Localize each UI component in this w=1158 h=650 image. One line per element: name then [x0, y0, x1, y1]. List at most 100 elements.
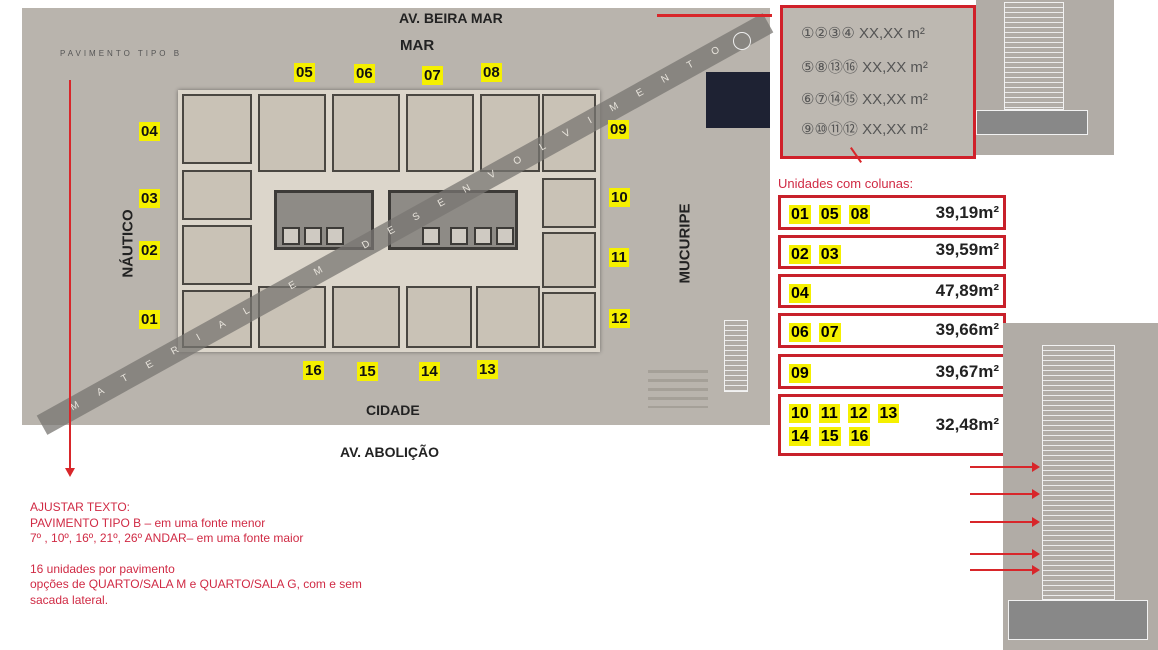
mini-legend	[648, 364, 708, 408]
site-thumbnail	[706, 72, 770, 128]
unit-tag-08: 08	[481, 63, 502, 82]
unit-tag: 06	[789, 323, 811, 342]
legend-units: ⑨⑩⑪⑫	[801, 121, 858, 138]
unit-tag-07: 07	[422, 66, 443, 85]
note-line: opções de QUARTO/SALA M e QUARTO/SALA G,…	[30, 577, 362, 591]
floor-arrow	[970, 489, 1040, 499]
label-mucuripe: MUCURIPE	[676, 203, 694, 284]
unit-11	[542, 232, 596, 288]
compass-icon	[733, 32, 751, 50]
note-line: 7º , 10º, 16º, 21º, 26º ANDAR– em uma fo…	[30, 531, 304, 545]
label-mar: MAR	[400, 37, 435, 54]
elevation-top	[976, 0, 1114, 155]
elevator	[422, 227, 440, 245]
unit-06	[332, 94, 400, 172]
note-line: 16 unidades por pavimento	[30, 561, 175, 576]
unit-tag: 05	[818, 205, 841, 224]
unit-13	[476, 286, 540, 348]
mini-elevation	[724, 320, 748, 392]
label-cidade: CIDADE	[366, 402, 420, 418]
floor-arrow	[970, 549, 1040, 559]
arrow-down-icon	[65, 468, 75, 477]
legend-units: ⑥⑦⑭⑮	[801, 91, 858, 108]
legend-units: ①②③④	[801, 25, 855, 42]
unit-tag-14: 14	[419, 362, 440, 381]
unit-05	[258, 94, 326, 172]
area-legend: ①②③④ XX,XX m² ⑤⑧⑬⑯ XX,XX m² ⑥⑦⑭⑮ XX,XX m…	[780, 5, 976, 159]
unit-tag: 14	[789, 427, 811, 446]
unit-group-row: 09 39,67m²	[778, 354, 1006, 389]
unit-tag: 03	[818, 245, 841, 264]
unit-tag-11: 11	[609, 248, 629, 267]
unit-tag: 08	[848, 205, 871, 224]
legend-area: XX,XX m²	[858, 25, 925, 42]
floor-arrow	[970, 462, 1040, 472]
elevator	[496, 227, 514, 245]
unit-tag: 10	[789, 404, 811, 423]
unit-04	[182, 94, 252, 164]
revision-notes: AJUSTAR TEXTO: PAVIMENTO TIPO B – em uma…	[30, 500, 362, 608]
unit-12	[542, 292, 596, 348]
unit-area: 47,89m²	[935, 281, 999, 300]
unit-group-row: 01 05 08 39,19m²	[778, 195, 1006, 230]
elevator	[326, 227, 344, 245]
units-with-columns-title: Unidades com colunas:	[778, 176, 914, 191]
elevator	[282, 227, 300, 245]
unit-tag: 15	[818, 427, 841, 446]
unit-tag-04: 04	[139, 122, 160, 141]
unit-14	[406, 286, 472, 348]
unit-tag: 04	[789, 284, 811, 303]
unit-area: 39,19m²	[935, 203, 999, 222]
unit-tag: 16	[848, 427, 871, 446]
elevator	[450, 227, 468, 245]
elevator	[474, 227, 492, 245]
unit-tag-02: 02	[139, 241, 160, 260]
unit-tag-16: 16	[303, 361, 324, 380]
street-top: AV. BEIRA MAR	[399, 10, 503, 26]
red-connector-line	[657, 14, 772, 17]
unit-07	[406, 94, 474, 172]
unit-area: 32,48m²	[935, 415, 999, 434]
note-line: PAVIMENTO TIPO B – em uma fonte menor	[30, 515, 266, 530]
unit-10	[542, 178, 596, 228]
unit-03	[182, 170, 252, 220]
floor-label: PAVIMENTO TIPO B	[60, 49, 183, 58]
note-line: sacada lateral.	[30, 592, 109, 607]
note-line	[30, 547, 362, 562]
legend-area: XX,XX m²	[862, 59, 928, 76]
unit-area: 39,59m²	[935, 240, 999, 259]
unit-tag-15: 15	[357, 362, 378, 381]
unit-tag: 01	[789, 205, 811, 224]
unit-tag-03: 03	[139, 189, 160, 208]
unit-tag-10: 10	[609, 188, 630, 207]
legend-units: ⑤⑧⑬⑯	[801, 59, 858, 76]
elevation-right	[1003, 323, 1158, 650]
unit-tag-06: 06	[354, 64, 375, 83]
unit-area: 39,66m²	[935, 320, 999, 339]
floor-arrow	[970, 517, 1040, 527]
legend-area: XX,XX m²	[862, 121, 928, 138]
unit-tag-05: 05	[294, 63, 315, 82]
street-bottom: AV. ABOLIÇÃO	[340, 444, 440, 460]
unit-02	[182, 225, 252, 285]
unit-tag-12: 12	[609, 309, 630, 328]
unit-group-row: 04 47,89m²	[778, 274, 1006, 308]
floor-arrow	[970, 565, 1040, 575]
unit-tag-13: 13	[477, 360, 498, 379]
unit-tag: 07	[818, 323, 841, 342]
unit-tag: 09	[789, 364, 811, 383]
unit-tag: 11	[818, 404, 840, 423]
unit-15	[332, 286, 400, 348]
unit-tag-01: 01	[139, 310, 160, 329]
note-line: AJUSTAR TEXTO:	[30, 500, 131, 514]
unit-area: 39,67m²	[935, 362, 999, 381]
unit-tag: 12	[847, 404, 870, 423]
unit-group-row: 02 03 39,59m²	[778, 235, 1006, 269]
unit-tag: 02	[789, 245, 811, 264]
elevator	[304, 227, 322, 245]
unit-group-row: 06 07 39,66m²	[778, 313, 1006, 348]
legend-area: XX,XX m²	[862, 91, 928, 108]
red-pointer-line	[69, 80, 71, 470]
unit-tag-09: 09	[608, 120, 629, 139]
